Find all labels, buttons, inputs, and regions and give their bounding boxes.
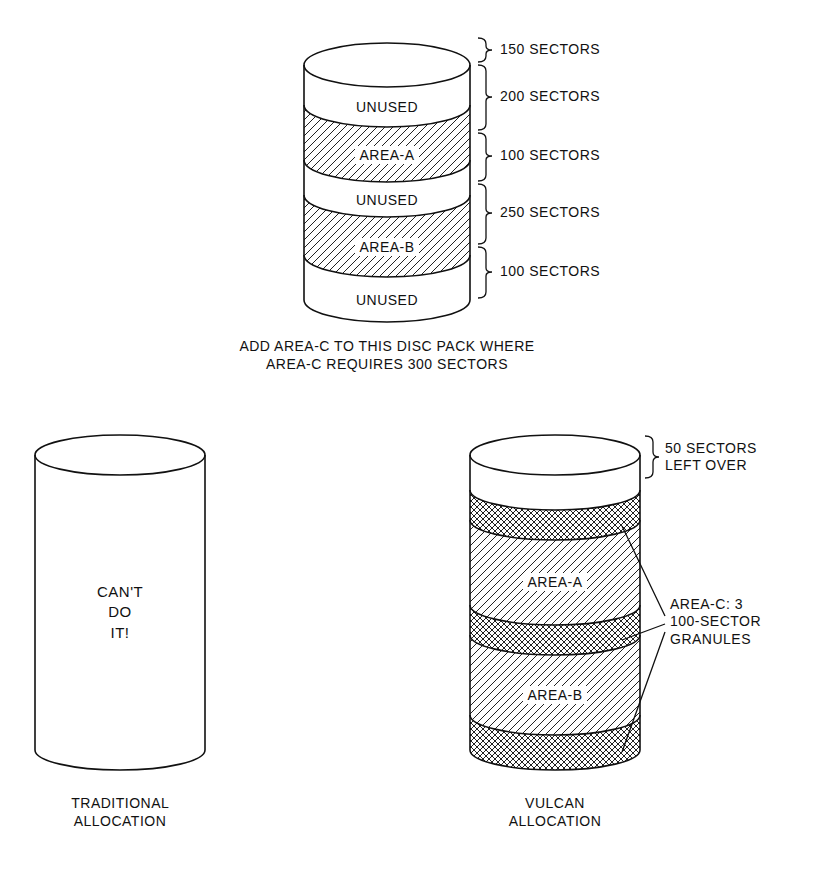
node-text: UNUSED [352,191,422,210]
node-text: AREA-A [523,573,586,592]
band-label: AREA-B [320,230,454,264]
band-boundary [304,105,470,322]
band-label: UNUSED [320,183,454,217]
leftover-note: 50 SECTORS LEFT OVER [665,440,765,475]
figure-caption: ADD AREA-C TO THIS DISC PACK WHERE AREA-… [197,338,577,373]
pack-top [304,43,470,87]
sector-brace [478,38,492,298]
band-label: AREA-A [320,138,454,172]
band-label: AREA-B [485,678,625,712]
sector-count: 100 SECTORS [500,147,600,165]
granule-crosshatch [470,605,640,655]
cylinder-message: CAN'T DO IT! [35,475,205,750]
sector-count: 150 SECTORS [500,41,600,59]
leftover-brace [645,436,659,478]
granule-leader [622,526,665,752]
band-label: UNUSED [320,90,454,124]
band-label: AREA-A [485,565,625,599]
disc-pack-top [304,43,470,322]
node-text: UNUSED [352,98,422,117]
sector-count: 250 SECTORS [500,204,600,222]
disc-pack-traditional [35,435,205,770]
granule-note: AREA-C: 3 100-SECTOR GRANULES [670,596,770,649]
band-label: UNUSED [320,283,454,317]
area-hatch [470,520,640,625]
sector-count: 200 SECTORS [500,88,600,106]
sector-count: 100 SECTORS [500,263,600,281]
area-hatch [304,105,470,182]
disc-pack-vulcan [470,435,640,770]
node-text: UNUSED [352,291,422,310]
method-title: TRADITIONAL ALLOCATION [71,795,169,830]
node-text: CAN'T DO IT! [93,581,147,644]
node-text: AREA-B [355,238,418,257]
method-title: VULCAN ALLOCATION [509,795,602,830]
granule-crosshatch [470,490,640,540]
node-text: AREA-A [355,146,418,165]
granule-crosshatch [470,715,640,770]
node-text: AREA-B [523,686,586,705]
